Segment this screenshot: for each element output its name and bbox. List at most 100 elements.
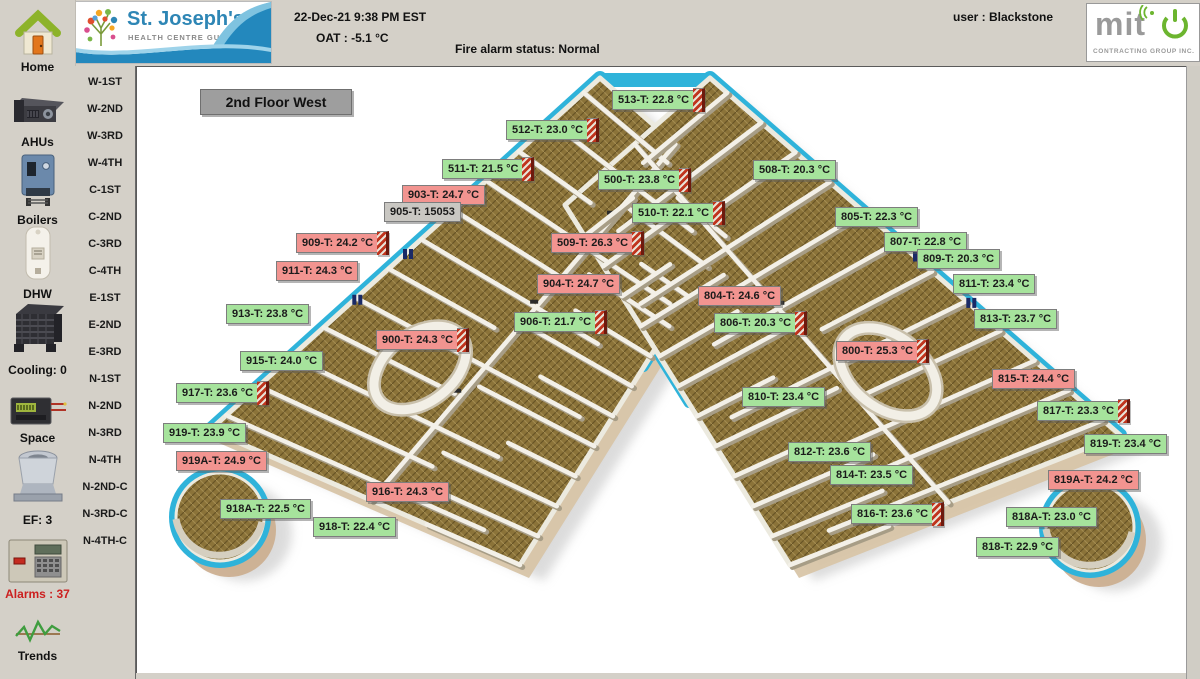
sensor-814-T[interactable]: 814-T: 23.5 °C (830, 465, 914, 485)
sidebar-item-label: Boilers (17, 213, 58, 227)
sensor-508-T[interactable]: 508-T: 20.3 °C (753, 160, 837, 180)
sensor-511-T[interactable]: 511-T: 21.5 °C (442, 157, 535, 181)
floor-button-w-4th[interactable]: W-4TH (76, 153, 134, 173)
sensor-509-T[interactable]: 509-T: 26.3 °C (551, 231, 645, 255)
water-heater-icon (25, 226, 50, 280)
sensor-916-T[interactable]: 916-T: 24.3 °C (366, 482, 450, 502)
sensor-818-T[interactable]: 818-T: 22.9 °C (976, 537, 1060, 557)
sensor-809-T[interactable]: 809-T: 20.3 °C (917, 249, 1001, 269)
sensor-510-T[interactable]: 510-T: 22.1 °C (632, 201, 726, 225)
sensor-text: 817-T: 23.3 °C (1043, 405, 1115, 417)
sidebar-item-boilers[interactable]: Boilers (0, 150, 75, 227)
sidebar-item-ef[interactable]: EF: 3 (0, 444, 75, 527)
sensor-819-T[interactable]: 819-T: 23.4 °C (1084, 434, 1168, 454)
sensor-text: 919A-T: 24.9 °C (182, 455, 261, 467)
sensor-text: 805-T: 22.3 °C (841, 211, 913, 223)
floor-button-w-1st[interactable]: W-1ST (76, 72, 134, 92)
trends-icon (14, 619, 61, 643)
sidebar-item-space[interactable]: Space (0, 390, 75, 445)
damper-icon (693, 88, 706, 112)
sensor-819A-T[interactable]: 819A-T: 24.2 °C (1048, 470, 1139, 490)
user-label: user : Blackstone (953, 10, 1054, 24)
oat-label: OAT : -5.1 °C (316, 31, 389, 45)
floor-button-w-3rd[interactable]: W-3RD (76, 126, 134, 146)
floor-button-n-4th-c[interactable]: N-4TH-C (76, 531, 134, 551)
damper-icon (595, 310, 608, 334)
floor-button-n-4th[interactable]: N-4TH (76, 450, 134, 470)
floor-button-c-3rd[interactable]: C-3RD (76, 234, 134, 254)
floor-button-e-1st[interactable]: E-1ST (76, 288, 134, 308)
sensor-text: 800-T: 25.3 °C (842, 345, 914, 357)
sensor-806-T[interactable]: 806-T: 20.3 °C (714, 311, 808, 335)
sensor-919-T[interactable]: 919-T: 23.9 °C (163, 423, 247, 443)
sensor-text: 814-T: 23.5 °C (836, 469, 908, 481)
sensor-text: 509-T: 26.3 °C (557, 237, 629, 249)
sensor-513-T[interactable]: 513-T: 22.8 °C (612, 88, 706, 112)
floor-plan-graphic (169, 71, 1162, 591)
sensor-915-T[interactable]: 915-T: 24.0 °C (240, 351, 324, 371)
floor-button-n-2nd[interactable]: N-2ND (76, 396, 134, 416)
damper-icon (632, 231, 645, 255)
sensor-904-T[interactable]: 904-T: 24.7 °C (537, 274, 621, 294)
sensor-811-T[interactable]: 811-T: 23.4 °C (953, 274, 1036, 294)
floor-button-n-3rd[interactable]: N-3RD (76, 423, 134, 443)
damper-icon (377, 231, 390, 255)
sensor-817-T[interactable]: 817-T: 23.3 °C (1037, 399, 1131, 423)
sensor-815-T[interactable]: 815-T: 24.4 °C (992, 369, 1076, 389)
vendor-logo: mit CONTRACTING GROUP INC. (1086, 3, 1200, 62)
vendor-subtitle: CONTRACTING GROUP INC. (1093, 48, 1195, 55)
sidebar-item-label: Cooling: 0 (8, 363, 67, 377)
sidebar-item-label: DHW (23, 287, 52, 301)
floor-button-c-4th[interactable]: C-4TH (76, 261, 134, 281)
sensor-906-T[interactable]: 906-T: 21.7 °C (514, 310, 608, 334)
floor-button-n-2nd-c[interactable]: N-2ND-C (76, 477, 134, 497)
fire-alarm-status: Fire alarm status: Normal (455, 42, 600, 56)
sidebar-item-home[interactable]: Home (0, 5, 75, 74)
sensor-804-T[interactable]: 804-T: 24.6 °C (698, 286, 782, 306)
sensor-805-T[interactable]: 805-T: 22.3 °C (835, 207, 919, 227)
floor-button-c-2nd[interactable]: C-2ND (76, 207, 134, 227)
floor-button-n-3rd-c[interactable]: N-3RD-C (76, 504, 134, 524)
sensor-919A-T[interactable]: 919A-T: 24.9 °C (176, 451, 267, 471)
sensor-812-T[interactable]: 812-T: 23.6 °C (788, 442, 872, 462)
sensor-500-T[interactable]: 500-T: 23.8 °C (598, 168, 692, 192)
floor-button-n-1st[interactable]: N-1ST (76, 369, 134, 389)
sensor-909-T[interactable]: 909-T: 24.2 °C (296, 231, 390, 255)
floor-button-e-3rd[interactable]: E-3RD (76, 342, 134, 362)
sidebar-item-label: AHUs (21, 135, 54, 149)
sensor-913-T[interactable]: 913-T: 23.8 °C (226, 304, 310, 324)
sensor-905-T[interactable]: 905-T: 15053 (384, 202, 461, 222)
sensor-917-T[interactable]: 917-T: 23.6 °C (176, 381, 270, 405)
sensor-text: 915-T: 24.0 °C (246, 355, 318, 367)
damper-icon (587, 118, 600, 142)
floor-button-c-1st[interactable]: C-1ST (76, 180, 134, 200)
sensor-text: 913-T: 23.8 °C (232, 308, 304, 320)
sensor-911-T[interactable]: 911-T: 24.3 °C (276, 261, 359, 281)
sensor-810-T[interactable]: 810-T: 23.4 °C (742, 387, 826, 407)
sensor-918-T[interactable]: 918-T: 22.4 °C (313, 517, 397, 537)
sensor-900-T[interactable]: 900-T: 24.3 °C (376, 328, 470, 352)
sensor-text: 918A-T: 22.5 °C (226, 503, 305, 515)
sensor-903-T[interactable]: 903-T: 24.7 °C (402, 185, 486, 205)
damper-icon (457, 328, 470, 352)
sensor-512-T[interactable]: 512-T: 23.0 °C (506, 118, 600, 142)
sensor-text: 918-T: 22.4 °C (319, 521, 391, 533)
home-icon (14, 9, 61, 55)
sensor-816-T[interactable]: 816-T: 23.6 °C (851, 502, 945, 526)
sidebar-item-cooling[interactable]: Cooling: 0 (0, 298, 75, 377)
sensor-918A-T[interactable]: 918A-T: 22.5 °C (220, 499, 311, 519)
sidebar-item-alarms[interactable]: Alarms : 37 (0, 536, 75, 601)
damper-icon (932, 502, 945, 526)
sensor-text: 508-T: 20.3 °C (759, 164, 831, 176)
sensor-text: 810-T: 23.4 °C (748, 391, 820, 403)
sensor-text: 816-T: 23.6 °C (857, 508, 929, 520)
sensor-text: 812-T: 23.6 °C (794, 446, 866, 458)
floor-button-e-2nd[interactable]: E-2ND (76, 315, 134, 335)
sensor-813-T[interactable]: 813-T: 23.7 °C (974, 309, 1058, 329)
sidebar-item-trends[interactable]: Trends (0, 614, 75, 663)
sensor-800-T[interactable]: 800-T: 25.3 °C (836, 339, 930, 363)
floor-button-w-2nd[interactable]: W-2ND (76, 99, 134, 119)
sidebar-item-ahus[interactable]: AHUs (0, 88, 75, 149)
sidebar-item-dhw[interactable]: DHW (0, 224, 75, 301)
sensor-818A-T[interactable]: 818A-T: 23.0 °C (1006, 507, 1097, 527)
